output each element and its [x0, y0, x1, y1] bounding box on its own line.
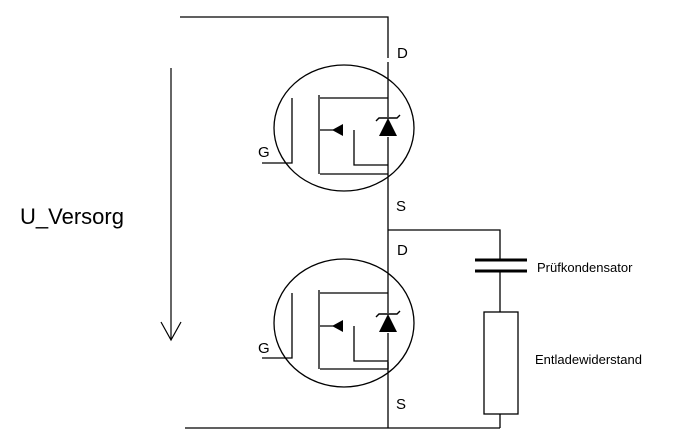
lower-body-arrow-icon [332, 320, 343, 332]
lower-drain-label: D [397, 242, 408, 259]
upper-mosfet-body-circle [273, 64, 415, 192]
upper-zener-diode-icon [379, 118, 397, 136]
supply-voltage-arrow [160, 68, 182, 342]
lower-gate-lead [262, 293, 293, 359]
lower-source-label: S [396, 396, 406, 413]
capacitor-label: Prüfkondensator [537, 260, 633, 275]
lower-gate-label: G [258, 340, 270, 357]
upper-drain-label: D [397, 45, 408, 62]
upper-body-arrow-icon [332, 124, 343, 136]
lower-zener-bar [375, 310, 401, 318]
top-rail-wire [180, 16, 389, 58]
upper-zener-bar [375, 114, 401, 122]
supply-voltage-label: U_Versorg [20, 204, 124, 229]
test-capacitor [475, 258, 527, 273]
upper-body-to-source [353, 130, 388, 166]
upper-gate-label: G [258, 144, 270, 161]
wiring [180, 16, 501, 429]
upper-mosfet [262, 64, 415, 192]
lower-mosfet-body-circle [273, 258, 415, 388]
upper-gate-lead [262, 98, 293, 164]
capacitor-branch-wire [388, 229, 501, 260]
upper-source-label: S [396, 198, 406, 215]
lower-mosfet [262, 258, 415, 388]
resistor-label: Entladewiderstand [535, 352, 642, 367]
lower-body-to-source [353, 326, 388, 362]
lower-zener-diode-icon [379, 314, 397, 332]
discharge-resistor [483, 311, 519, 415]
